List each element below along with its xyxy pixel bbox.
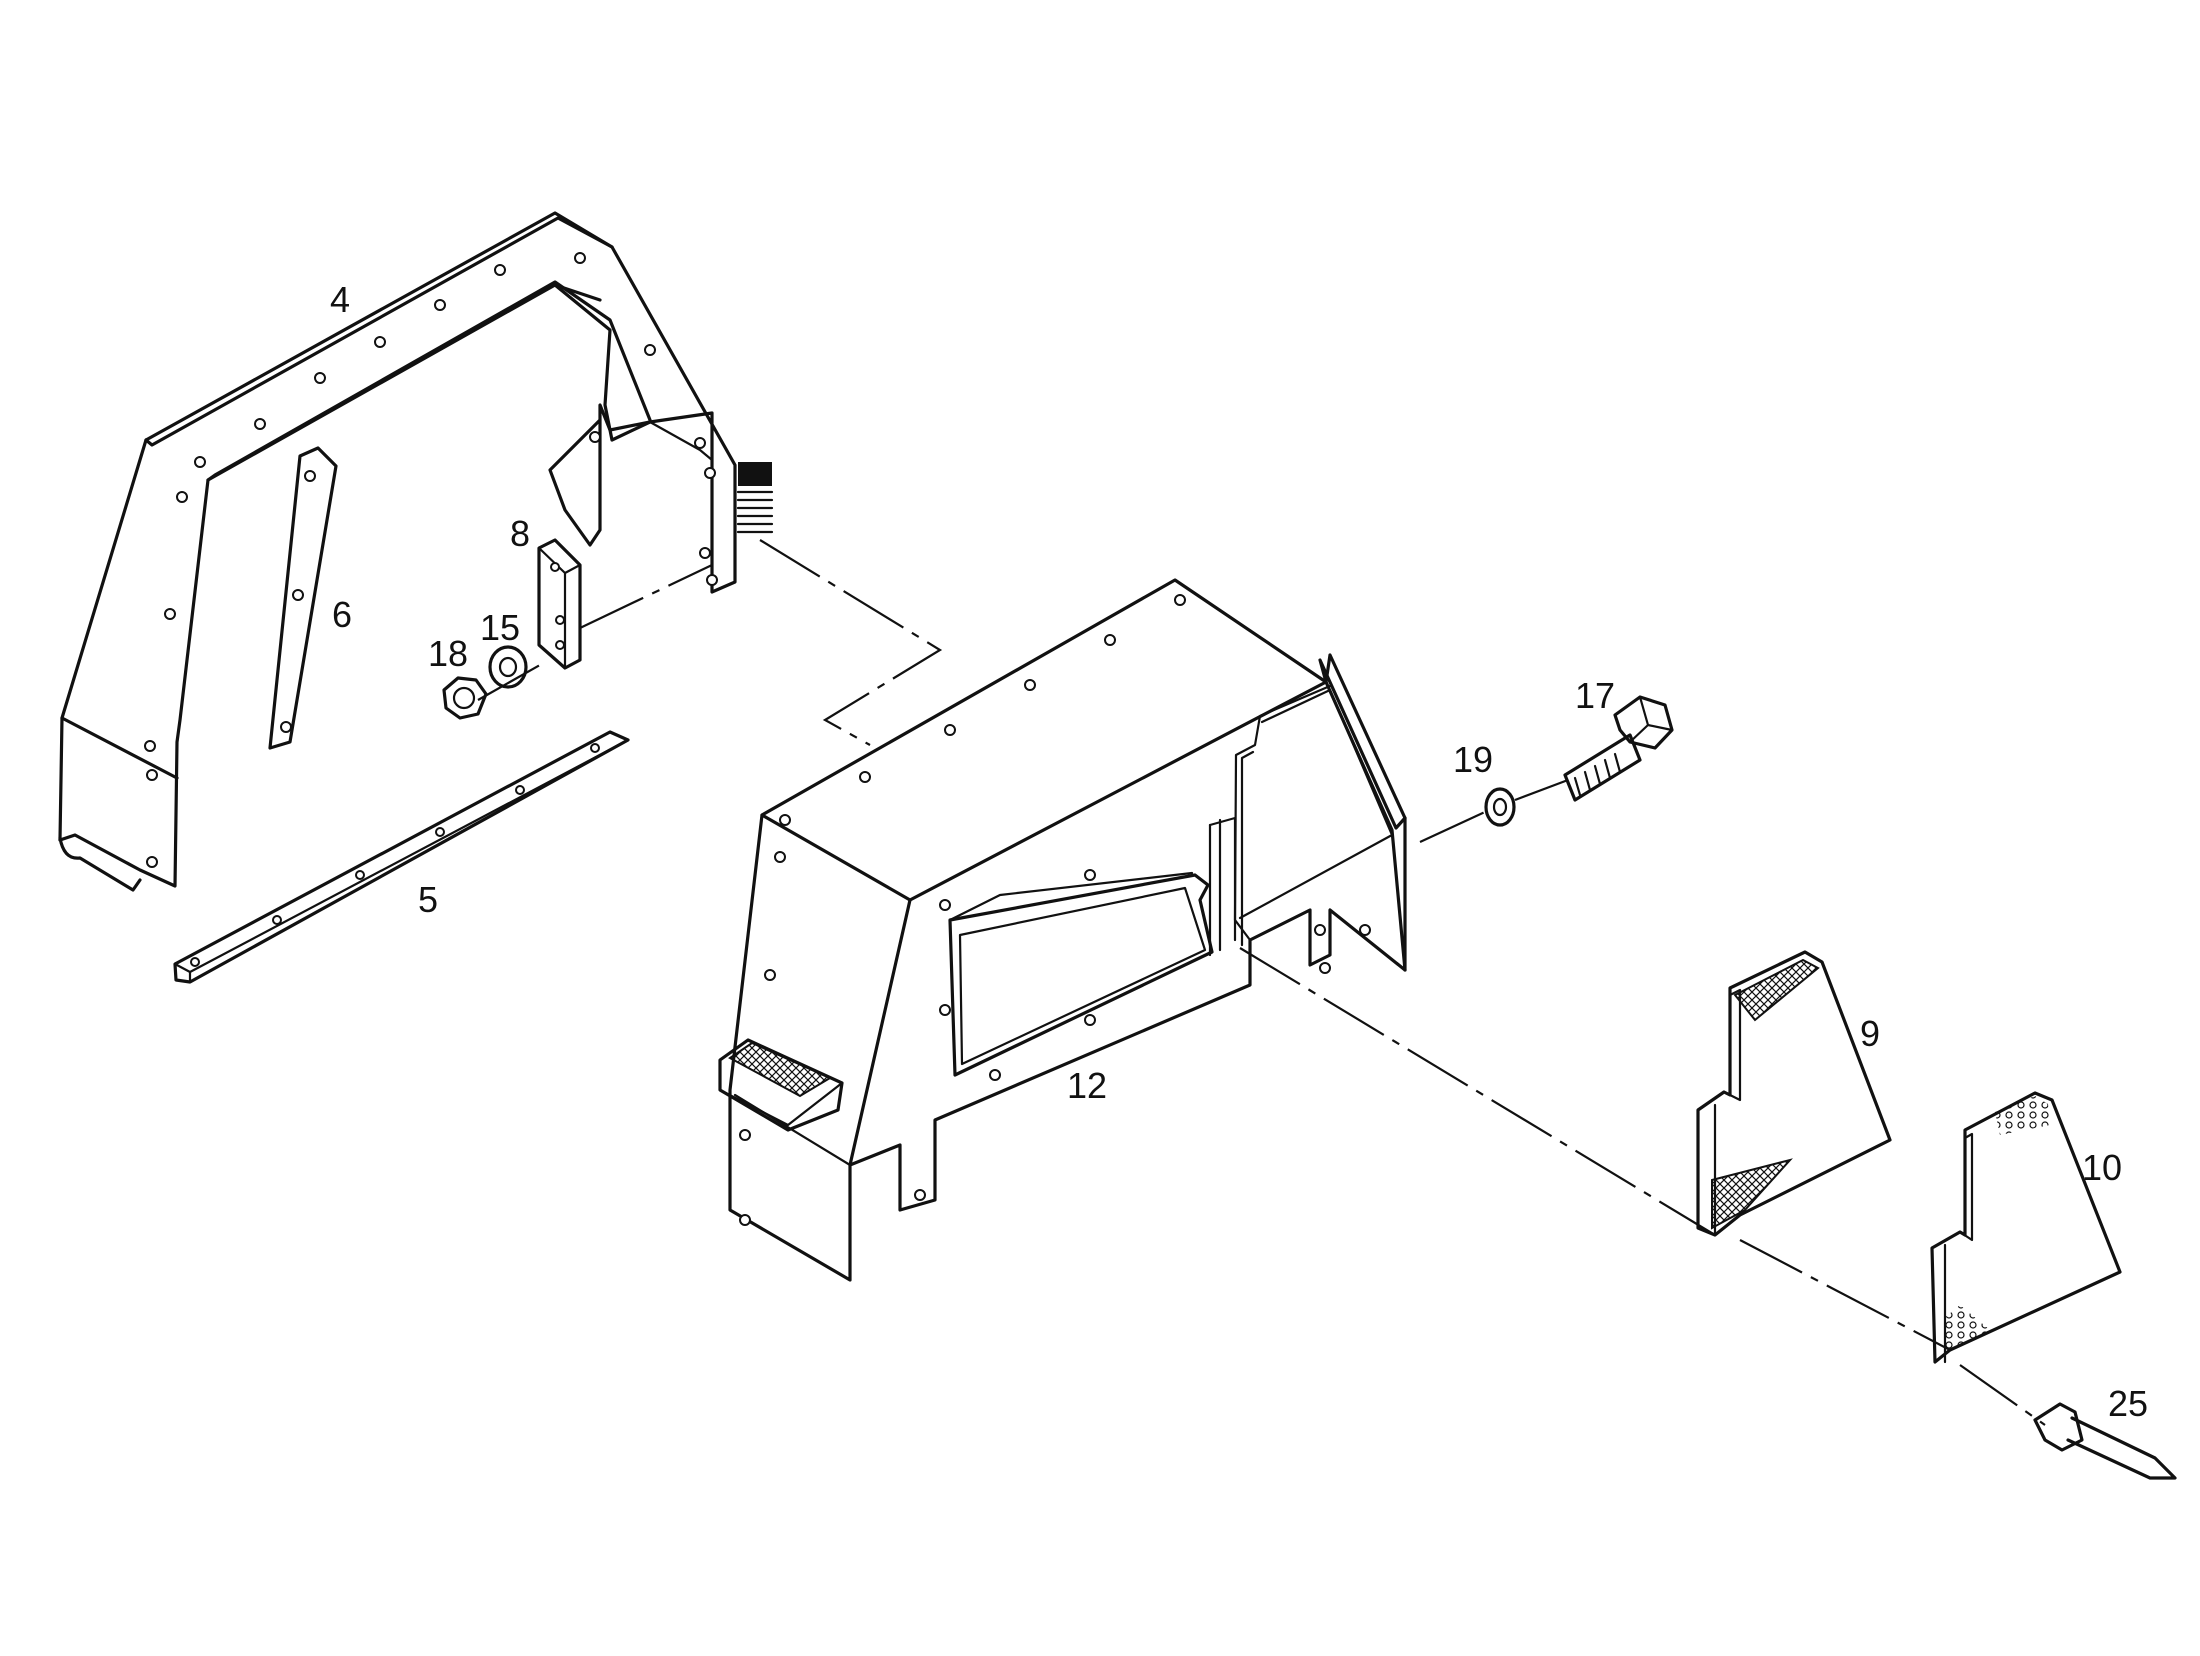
callout-12: 12	[1067, 1065, 1107, 1106]
part-4-label-marker	[736, 462, 774, 534]
callout-18: 18	[428, 633, 468, 674]
part-19-washer	[1484, 787, 1516, 827]
part-10-panel	[1930, 1091, 2122, 1364]
part-6-strip	[268, 446, 338, 750]
part-8-plate	[537, 538, 582, 670]
callout-19: 19	[1453, 739, 1493, 780]
callout-17: 17	[1575, 675, 1615, 716]
callout-15: 15	[480, 607, 520, 648]
part-5-bar	[173, 730, 630, 984]
callout-25: 25	[2108, 1383, 2148, 1424]
part-17-bolt	[1563, 695, 1674, 802]
callout-5: 5	[418, 879, 438, 920]
part-4-frame	[58, 211, 737, 892]
part-15-washer	[488, 645, 528, 689]
callout-8: 8	[510, 513, 530, 554]
part-12-holes	[739, 594, 1371, 1226]
part-12-cab-body	[718, 578, 1407, 1282]
callout-6: 6	[332, 594, 352, 635]
callout-4: 4	[330, 279, 350, 320]
part-9-panel	[1696, 950, 1892, 1237]
callout-10: 10	[2082, 1147, 2122, 1188]
assembly-leader-lines	[477, 539, 2046, 1426]
part-12-step-pad	[718, 1038, 844, 1132]
part-4-holes	[144, 252, 718, 868]
part-25-rivet	[2033, 1402, 2177, 1480]
callout-labels: 4 6 8 15 18 5 12 17 19 9 10 25	[330, 279, 2148, 1424]
part-18-nut	[442, 676, 488, 720]
callout-9: 9	[1860, 1013, 1880, 1054]
